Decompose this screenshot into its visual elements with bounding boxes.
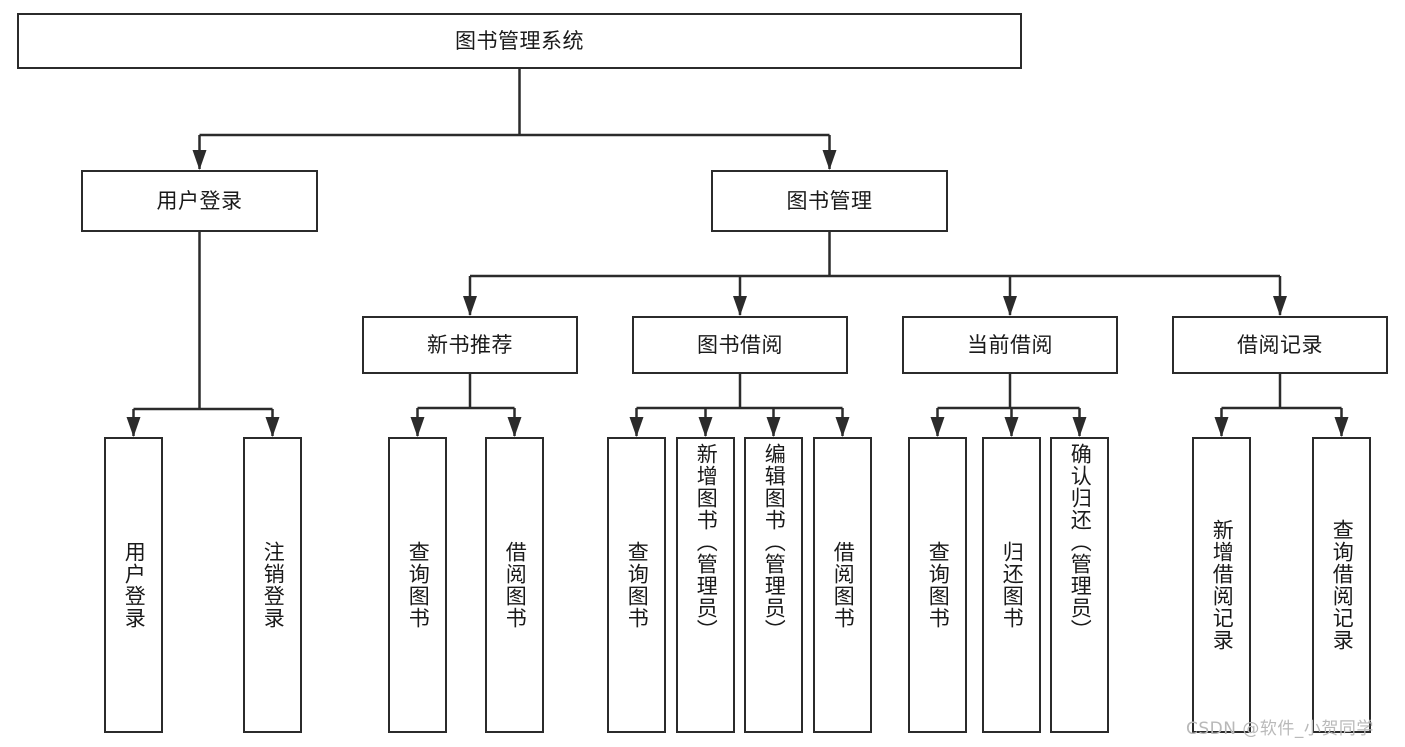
node-label: 当前借阅 [967,332,1053,357]
arrowhead-icon [1003,296,1017,316]
arrowhead-icon [930,417,945,437]
node-label: 确认归还（管理员） [1068,443,1093,641]
node-label: 图书管理 [786,188,873,213]
node-leaf-confirm-return[interactable]: 确认归还（管理员） [1050,437,1109,733]
node-leaf-add-book[interactable]: 新增图书（管理员） [676,437,735,733]
arrowhead-icon [1004,417,1019,437]
node-label: 查询图书 [625,541,650,629]
arrowhead-icon [1072,417,1087,437]
arrowhead-icon [463,296,477,316]
node-label: 归还图书 [1000,541,1025,629]
node-leaf-return-book[interactable]: 归还图书 [982,437,1041,733]
node-label: 图书借阅 [697,332,783,357]
node-new-book-rec[interactable]: 新书推荐 [362,316,578,374]
node-leaf-borrow-book-rec[interactable]: 借阅图书 [485,437,544,733]
node-leaf-logout[interactable]: 注销登录 [243,437,302,733]
node-label: 查询借阅记录 [1330,519,1355,651]
node-borrow-record[interactable]: 借阅记录 [1172,316,1388,374]
node-label: 借阅图书 [831,541,856,629]
arrowhead-icon [822,150,837,170]
node-user-login[interactable]: 用户登录 [81,170,318,232]
node-label: 新增图书（管理员） [694,443,719,641]
arrowhead-icon [126,417,141,437]
arrowhead-icon [733,296,747,316]
node-label: 图书管理系统 [455,28,584,53]
node-leaf-user-login[interactable]: 用户登录 [104,437,163,733]
node-label: 查询图书 [406,541,431,629]
arrowhead-icon [265,417,280,437]
arrowhead-icon [410,417,425,437]
node-label: 新增借阅记录 [1210,519,1235,651]
node-current-borrow[interactable]: 当前借阅 [902,316,1118,374]
node-leaf-borrow-book[interactable]: 借阅图书 [813,437,872,733]
node-root[interactable]: 图书管理系统 [17,13,1022,69]
arrowhead-icon [698,417,713,437]
node-label: 用户登录 [122,541,147,629]
arrowhead-icon [766,417,781,437]
node-label: 编辑图书（管理员） [762,443,787,641]
node-book-borrow[interactable]: 图书借阅 [632,316,848,374]
node-leaf-query-book-cur[interactable]: 查询图书 [908,437,967,733]
node-leaf-add-record[interactable]: 新增借阅记录 [1192,437,1251,733]
arrowhead-icon [835,417,850,437]
arrowhead-icon [192,150,207,170]
arrowhead-icon [1214,417,1229,437]
arrowhead-icon [507,417,522,437]
node-label: 借阅图书 [503,541,528,629]
node-book-manage[interactable]: 图书管理 [711,170,948,232]
arrowhead-icon [629,417,644,437]
node-label: 用户登录 [156,188,243,213]
node-leaf-query-record[interactable]: 查询借阅记录 [1312,437,1371,733]
node-label: 借阅记录 [1237,332,1323,357]
watermark-text: CSDN @软件_小贺同学 [1186,719,1374,739]
node-label: 注销登录 [261,541,286,629]
node-leaf-edit-book[interactable]: 编辑图书（管理员） [744,437,803,733]
arrowhead-icon [1273,296,1287,316]
node-label: 新书推荐 [427,332,513,357]
node-leaf-query-book-borrow[interactable]: 查询图书 [607,437,666,733]
node-leaf-query-book-rec[interactable]: 查询图书 [388,437,447,733]
arrowhead-icon [1334,417,1349,437]
node-label: 查询图书 [926,541,951,629]
